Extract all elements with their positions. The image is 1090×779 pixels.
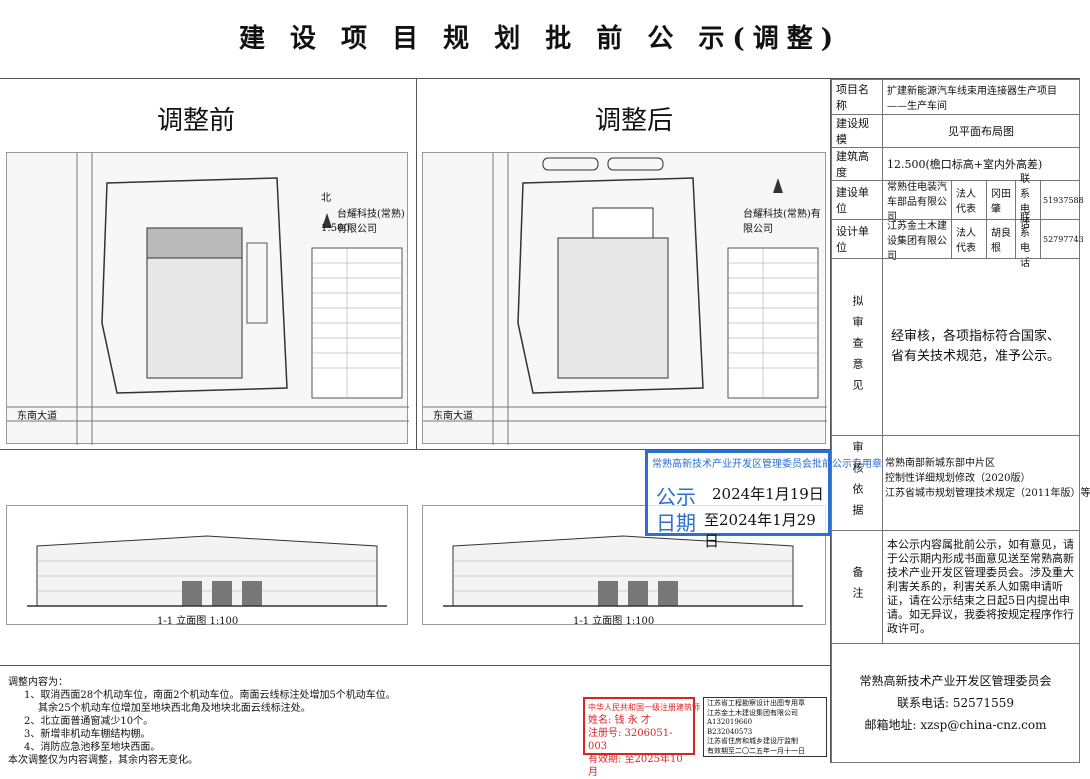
label-remarks: 备注 [831, 530, 883, 644]
label-designer-rep: 法人代表 [951, 219, 987, 259]
after-heading: 调整后 [594, 106, 673, 136]
seal-line: 江苏金土木建设集团有限公司 [707, 708, 798, 717]
seal-line: 中华人民共和国一级注册建筑师 [588, 703, 700, 712]
road-label: 东南大道 [17, 411, 57, 422]
label-basis: 审核依据 [831, 435, 883, 531]
site-plan-after: 东南大道 台耀科技(常熟)有限公司 [422, 152, 827, 445]
divider [0, 449, 830, 450]
stamp-date2: 至2024年1月29日 [704, 511, 816, 550]
seal-line: 有效期至二〇二五年一月十一日 [707, 746, 805, 755]
before-heading: 调整前 [156, 106, 235, 136]
value-designer-tel: 52797743 [1040, 219, 1084, 259]
footer-info: 常熟高新技术产业开发区管理委员会 联系电话: 52571559 邮箱地址: xz… [831, 643, 1080, 763]
label-scale: 建设规模 [831, 114, 883, 148]
changes-item: 1、取消西面28个机动车位，南面2个机动车位。南面云线标注处增加5个机动车位。 [24, 690, 396, 701]
north-label: 北 [321, 193, 331, 204]
changes-item: 其余25个机动车位增加至地块西北角及地块北面云线标注处。 [38, 703, 311, 714]
publicity-stamp: 常熟高新技术产业开发区管理委员会批前公示专用章 公示 2024年1月19日 日期… [645, 450, 882, 550]
value-remarks: 本公示内容属批前公示，如有意见，请于公示期内形成书面意见送至常熟高新技术产业开发… [882, 530, 1080, 644]
changes-item: 2、北立面普通窗减少10个。 [24, 716, 154, 727]
label-review-text: 拟审查意见 [851, 294, 864, 400]
basis-item: 控制性详细规划修改（2020版） [885, 473, 1031, 484]
changes-item: 本次调整仅为内容调整，其余内容无变化。 [8, 755, 198, 766]
value-scale: 见平面布局图 [882, 114, 1080, 148]
label-builder: 建设单位 [831, 180, 883, 220]
seal-line: 江苏省工程勘察设计出图专用章 [707, 699, 805, 707]
value-basis: 常熟南部新城东部中片区 控制性详细规划修改（2020版） 江苏省城市规划管理技术… [882, 435, 1090, 531]
stamp-header: 常熟高新技术产业开发区管理委员会批前公示专用章 [652, 459, 882, 470]
divider [0, 665, 830, 666]
design-seal: 江苏省工程勘察设计出图专用章 江苏金土木建设集团有限公司 A132019660 … [703, 697, 827, 757]
value-height: 12.500(檐口标高+室内外高差) [882, 147, 1080, 181]
site-plan-before: 北 1:500 台耀科技(常熟)有限公司 东南大道 [6, 152, 409, 445]
value-designer-rep: 胡良根 [986, 219, 1016, 259]
label-builder-rep: 法人代表 [951, 180, 987, 220]
value-builder: 常熟住电装汽车部品有限公司 [882, 180, 952, 223]
header-divider [0, 78, 1080, 79]
label-designer: 设计单位 [831, 219, 883, 259]
value-builder-rep: 冈田肇 [986, 180, 1016, 220]
changes-heading: 调整内容为： [8, 677, 68, 688]
stamp-date1: 2024年1月19日 [712, 485, 824, 503]
value-builder-tel: 51937588 [1040, 180, 1084, 220]
footer-tel: 联系电话: 52571559 [897, 696, 1014, 710]
seal-line: 姓名: 钱 永 才 [588, 715, 651, 726]
footer-org: 常熟高新技术产业开发区管理委员会 [859, 674, 1052, 688]
label-remarks-text: 备注 [851, 566, 864, 608]
elevation-before: 1-1 立面图 1:100 [6, 505, 408, 627]
label-height: 建筑高度 [831, 147, 883, 181]
changes-item: 3、新增非机动车棚结构棚。 [24, 729, 151, 740]
label-designer-tel: 联系电话 [1015, 213, 1041, 269]
company-label: 台耀科技(常熟)有限公司 [743, 209, 821, 235]
elevation-label: 1-1 立面图 1:100 [573, 616, 655, 627]
scale-label: 1:500 [321, 223, 350, 234]
elevation-label: 1-1 立面图 1:100 [157, 616, 239, 627]
basis-item: 常熟南部新城东部中片区 [885, 458, 995, 469]
label-basis-text: 审核依据 [851, 441, 864, 525]
changes-notes: 调整内容为： 1、取消西面28个机动车位，南面2个机动车位。南面云线标注处增加5… [8, 676, 428, 767]
label-review: 拟审查意见 [831, 258, 883, 436]
seal-line: 有效期: 至2025年10月 [588, 754, 683, 778]
seal-line: 江苏省住房和城乡建设厅监制 [707, 737, 798, 745]
seal-line: B232040573 [707, 727, 753, 736]
value-review: 经审核，各项指标符合国家、省有关技术规范，准予公示。 [882, 258, 1080, 436]
road-label: 东南大道 [433, 411, 473, 422]
stamp-label1: 公示 [656, 485, 696, 509]
company-label: 台耀科技(常熟)有限公司 [337, 209, 405, 235]
basis-item: 江苏省城市规划管理技术规定（2011年版）等 [885, 488, 1090, 499]
value-designer: 江苏金土木建设集团有限公司 [882, 219, 952, 262]
architect-seal: 中华人民共和国一级注册建筑师 姓名: 钱 永 才 注册号: 3206051-00… [583, 697, 700, 778]
divider [416, 79, 417, 449]
stamp-label2: 日期 [656, 511, 696, 535]
seal-line: 注册号: 3206051-003 [588, 728, 673, 752]
value-project-name: 扩建新能源汽车线束用连接器生产项目——生产车间 [882, 79, 1080, 115]
label-project-name: 项目名称 [831, 79, 883, 115]
divider [830, 79, 831, 763]
changes-item: 4、消防应急池移至地块西面。 [24, 742, 161, 753]
seal-line: A132019660 [707, 718, 753, 726]
page-title: 建 设 项 目 规 划 批 前 公 示(调整) [238, 24, 842, 54]
footer-email: 邮箱地址: xzsp@china-cnz.com [864, 718, 1047, 732]
